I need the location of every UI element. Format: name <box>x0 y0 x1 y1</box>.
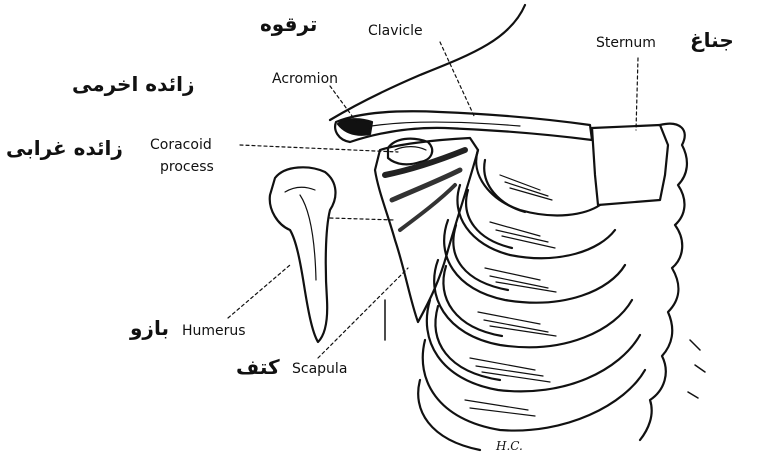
coracoid-label-line1: Coracoid <box>150 138 212 152</box>
humerus-to-scapula-leader <box>330 218 395 220</box>
coracoid-persian-label: زائده غرابی <box>6 138 123 158</box>
acromion-persian-label: زائده اخرمی <box>72 74 195 94</box>
costal-edge <box>640 124 687 440</box>
humerus-label: Humerus <box>182 324 246 338</box>
humerus-leader <box>228 265 290 318</box>
rib-cage <box>418 150 645 450</box>
sternum-bone <box>592 125 668 205</box>
coracoid-label-line2: process <box>160 160 214 174</box>
sternum-label: Sternum <box>596 36 656 50</box>
artist-signature: H.C. <box>496 440 523 452</box>
clavicle-label: Clavicle <box>368 24 423 38</box>
sternum-persian-label: جناغ <box>690 30 734 50</box>
acromion-bone <box>338 119 372 134</box>
scapula-leader <box>318 268 408 358</box>
scapula-label: Scapula <box>292 362 347 376</box>
humerus-persian-label: بازو <box>130 318 169 338</box>
sternum-leader <box>636 58 638 130</box>
coracoid-leader <box>240 145 398 152</box>
clavicle-persian-label: ترقوه <box>260 14 317 34</box>
leader-lines <box>228 42 638 358</box>
neck-outline <box>330 5 525 120</box>
acromion-label: Acromion <box>272 72 338 86</box>
humerus-bone <box>270 167 336 342</box>
scapula-persian-label: کتف <box>236 357 280 377</box>
